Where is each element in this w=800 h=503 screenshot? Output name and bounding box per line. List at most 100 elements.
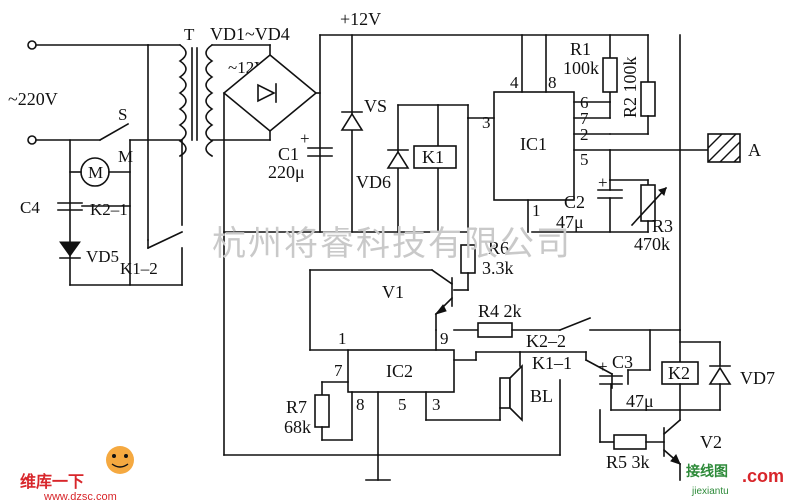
relay-k1-coil bbox=[413, 145, 457, 169]
sensor-a: A bbox=[609, 133, 761, 163]
ic2-pin5-label: 5 bbox=[398, 395, 407, 414]
c4-label: C4 bbox=[20, 198, 40, 217]
ic1-pin7-label: 7 bbox=[580, 109, 589, 128]
k2-label: K2 bbox=[668, 363, 690, 383]
ic2-pin3-label: 3 bbox=[432, 395, 441, 414]
transformer-label: T bbox=[184, 25, 195, 44]
r3-adjust-arrow bbox=[630, 186, 668, 227]
c2-value: 47μ bbox=[556, 212, 584, 232]
vd5-diode bbox=[59, 241, 81, 257]
ic2-pin1-label: 1 bbox=[338, 329, 347, 348]
sensor-a-label: A bbox=[748, 140, 761, 160]
ic1-body bbox=[493, 91, 575, 201]
site-left-url: www.dzsc.com bbox=[43, 491, 117, 503]
ac-input-section: ~220V S M M C4 K2–1 VD5 K1–2 bbox=[8, 40, 184, 286]
r2-label: R2 100k bbox=[620, 56, 640, 118]
timing-resistors: R1 100k R2 100k bbox=[563, 34, 656, 135]
bridge-diode-symbol bbox=[257, 83, 276, 103]
ic2-pin8-label: 8 bbox=[356, 395, 365, 414]
ic1-pin2-label: 2 bbox=[580, 125, 589, 144]
switch-s-label: S bbox=[118, 105, 127, 124]
bridge-label: VD1~VD4 bbox=[210, 24, 290, 44]
site-right-url: jiexiantu bbox=[691, 486, 729, 497]
speaker-body bbox=[499, 377, 511, 409]
svg-text:+: + bbox=[598, 173, 608, 192]
vd6-label: VD6 bbox=[356, 172, 391, 192]
r7-label: R7 bbox=[286, 397, 307, 417]
ic1-pin1-label: 1 bbox=[532, 201, 541, 220]
ic2-pin9-label: 9 bbox=[440, 329, 449, 348]
speaker-cone bbox=[509, 364, 523, 422]
r4-resistor bbox=[477, 322, 513, 338]
r1-label: R1 bbox=[570, 39, 591, 59]
ic1-pin8-label: 8 bbox=[548, 73, 557, 92]
v1-driver: R6 3.3k V1 bbox=[309, 231, 514, 351]
ic1-pin6-label: 6 bbox=[580, 93, 589, 112]
r7-resistor bbox=[314, 394, 330, 428]
c3-label: C3 bbox=[612, 352, 633, 372]
ic1-timer: IC1 4 8 3 6 7 2 5 1 bbox=[437, 34, 611, 233]
ac-terminal-bottom bbox=[27, 135, 37, 145]
k1-2-contact bbox=[146, 230, 184, 250]
site-left-title: 维库一下 bbox=[20, 472, 84, 491]
k1-label: K1 bbox=[422, 147, 444, 167]
k1-1-contact bbox=[584, 358, 614, 376]
vd5-label: VD5 bbox=[86, 247, 119, 266]
speaker-bl: BL bbox=[425, 351, 553, 422]
switch-s bbox=[98, 122, 130, 142]
ac-terminal-top bbox=[27, 40, 37, 50]
supply-rail-label: +12V bbox=[340, 9, 381, 29]
ic1-pin3-label: 3 bbox=[482, 113, 491, 132]
r1-value: 100k bbox=[563, 58, 599, 78]
ic2-body bbox=[347, 349, 455, 393]
ic2-label: IC2 bbox=[386, 361, 413, 381]
r2-resistor bbox=[640, 81, 656, 117]
r5-resistor bbox=[613, 434, 647, 450]
svg-text:+: + bbox=[598, 357, 608, 376]
ic2-sound-chip: IC2 1 9 7 8 5 3 R7 68k bbox=[284, 329, 455, 456]
vd7-label: VD7 bbox=[740, 368, 775, 388]
vd7-diode bbox=[708, 366, 732, 385]
ground-rail bbox=[223, 379, 561, 481]
transformer-t: T ~12V bbox=[178, 25, 267, 158]
v1-label: V1 bbox=[382, 282, 404, 302]
k2-2-contact bbox=[558, 316, 592, 332]
supply-rail: +12V bbox=[223, 9, 649, 233]
vs-label: VS bbox=[364, 96, 387, 116]
ic1-pin5-label: 5 bbox=[580, 150, 589, 169]
vd6-diode bbox=[386, 150, 410, 169]
c1-label: C1 bbox=[278, 144, 299, 164]
bl-label: BL bbox=[530, 386, 553, 406]
relay-k1-group: K1 VD6 bbox=[356, 104, 457, 233]
capacitor-c1: + C1 220μ bbox=[268, 129, 333, 182]
company-watermark: 杭州将睿科技有限公司 bbox=[212, 224, 572, 264]
output-switching: R4 2k K2–2 K1–1 bbox=[453, 301, 681, 376]
r1-resistor bbox=[602, 57, 618, 93]
ic1-label: IC1 bbox=[520, 134, 547, 154]
r3-value: 470k bbox=[634, 234, 670, 254]
r6-value: 3.3k bbox=[482, 258, 514, 278]
relay-k2-group: K2 VD7 + C3 47μ R5 3k V2 bbox=[598, 34, 775, 481]
k1-1-label: K1–1 bbox=[532, 353, 572, 373]
k2-1-label: K2–1 bbox=[90, 200, 128, 219]
v2-label: V2 bbox=[700, 432, 722, 452]
k1-2-label: K1–2 bbox=[120, 259, 158, 278]
c2-r3-network: + C2 47μ R3 470k bbox=[531, 149, 673, 254]
bridge-rectifier: VD1~VD4 bbox=[210, 24, 321, 456]
ic1-pin4-label: 4 bbox=[510, 73, 519, 92]
c1-value: 220μ bbox=[268, 162, 305, 182]
ic2-pin7-label: 7 bbox=[334, 361, 343, 380]
r3-label: R3 bbox=[652, 216, 673, 236]
zener-vs: VS bbox=[340, 34, 387, 233]
logo-watermark-left: 维库一下 www.dzsc.com bbox=[20, 446, 134, 503]
c2-label: C2 bbox=[564, 192, 585, 212]
r5-label: R5 3k bbox=[606, 452, 650, 472]
site-right-title: 接线图 bbox=[686, 463, 728, 480]
motor-ref-label: M bbox=[118, 147, 133, 166]
site-right-suffix: .com bbox=[742, 466, 784, 486]
k2-2-label: K2–2 bbox=[526, 331, 566, 351]
ac-input-label: ~220V bbox=[8, 89, 58, 109]
c3-value: 47μ bbox=[626, 391, 654, 411]
